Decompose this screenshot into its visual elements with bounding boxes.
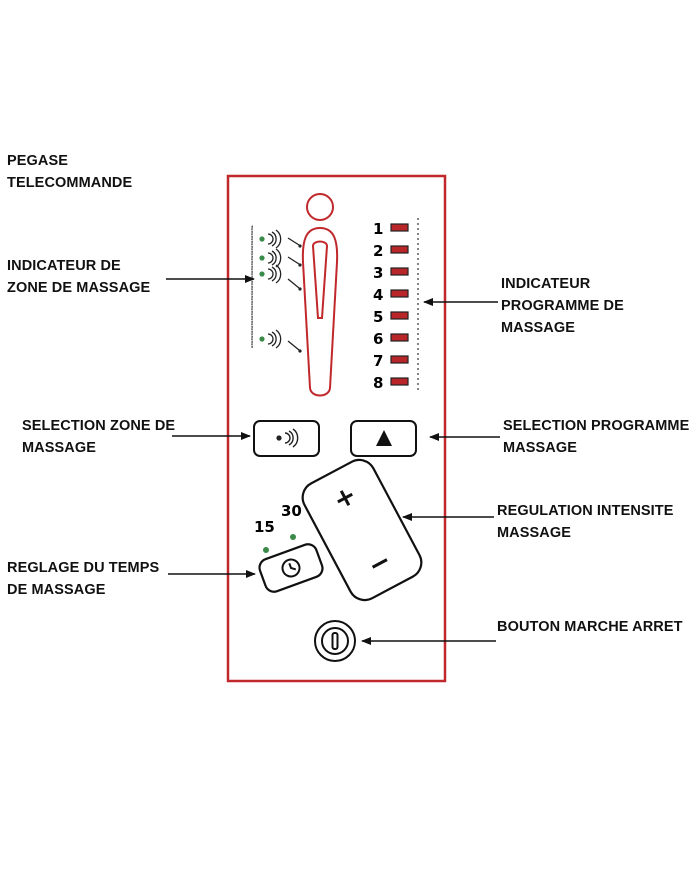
intensity-rocker[interactable]: + − bbox=[297, 454, 427, 605]
person-silhouette-icon bbox=[301, 193, 339, 397]
program-led bbox=[390, 377, 409, 386]
label-power: BOUTON MARCHE ARRET bbox=[497, 619, 683, 635]
program-led bbox=[390, 245, 409, 254]
wave-icon bbox=[267, 264, 282, 284]
program-led bbox=[390, 333, 409, 342]
program-led bbox=[390, 267, 409, 276]
program-number: 8 bbox=[373, 374, 383, 392]
timer-led-15 bbox=[263, 547, 269, 553]
timer-value-15: 15 bbox=[254, 518, 275, 536]
program-number: 2 bbox=[373, 242, 383, 260]
program-number: 7 bbox=[373, 352, 383, 370]
program-number: 5 bbox=[373, 308, 383, 326]
wave-icon bbox=[267, 329, 282, 349]
program-number: 3 bbox=[373, 264, 383, 282]
power-icon bbox=[321, 627, 349, 655]
wave-icon bbox=[276, 428, 299, 448]
program-led bbox=[390, 289, 409, 298]
label-intensity: REGULATION INTENSITE MASSAGE bbox=[497, 503, 674, 541]
program-number: 4 bbox=[373, 286, 383, 304]
title-line-1: PEGASE bbox=[7, 153, 69, 169]
label-zone-indicator: INDICATEUR DE ZONE DE MASSAGE bbox=[7, 258, 151, 296]
zone-select-button[interactable] bbox=[253, 420, 320, 457]
timer-button[interactable] bbox=[257, 542, 325, 594]
zone-led-3 bbox=[259, 264, 302, 291]
triangle-icon bbox=[376, 430, 392, 446]
timer-value-30: 30 bbox=[281, 502, 302, 520]
label-timer: REGLAGE DU TEMPS DE MASSAGE bbox=[7, 560, 160, 598]
program-led bbox=[390, 223, 409, 232]
wave-icon bbox=[267, 229, 282, 249]
zone-led-1 bbox=[259, 229, 302, 249]
program-indicator: 1 2 3 4 5 6 7 8 bbox=[373, 220, 409, 392]
label-zone-selection: SELECTION ZONE DE MASSAGE bbox=[22, 418, 176, 456]
zone-led-4 bbox=[259, 329, 302, 353]
title-line-2: TELECOMMANDE bbox=[7, 175, 133, 191]
power-button[interactable] bbox=[314, 620, 356, 662]
pointer-arrows bbox=[166, 275, 500, 645]
program-number: 6 bbox=[373, 330, 383, 348]
clock-icon bbox=[281, 558, 301, 578]
title: PEGASE TELECOMMANDE bbox=[7, 150, 132, 194]
label-program-selection: SELECTION PROGRAMME MASSAGE bbox=[503, 418, 690, 456]
program-led bbox=[390, 355, 409, 364]
zone-led-2 bbox=[259, 248, 302, 268]
program-number: 1 bbox=[373, 220, 383, 238]
timer-led-30 bbox=[290, 534, 296, 540]
program-select-button[interactable] bbox=[350, 420, 417, 457]
program-led bbox=[390, 311, 409, 320]
label-program-indicator: INDICATEUR PROGRAMME DE MASSAGE bbox=[501, 276, 624, 336]
